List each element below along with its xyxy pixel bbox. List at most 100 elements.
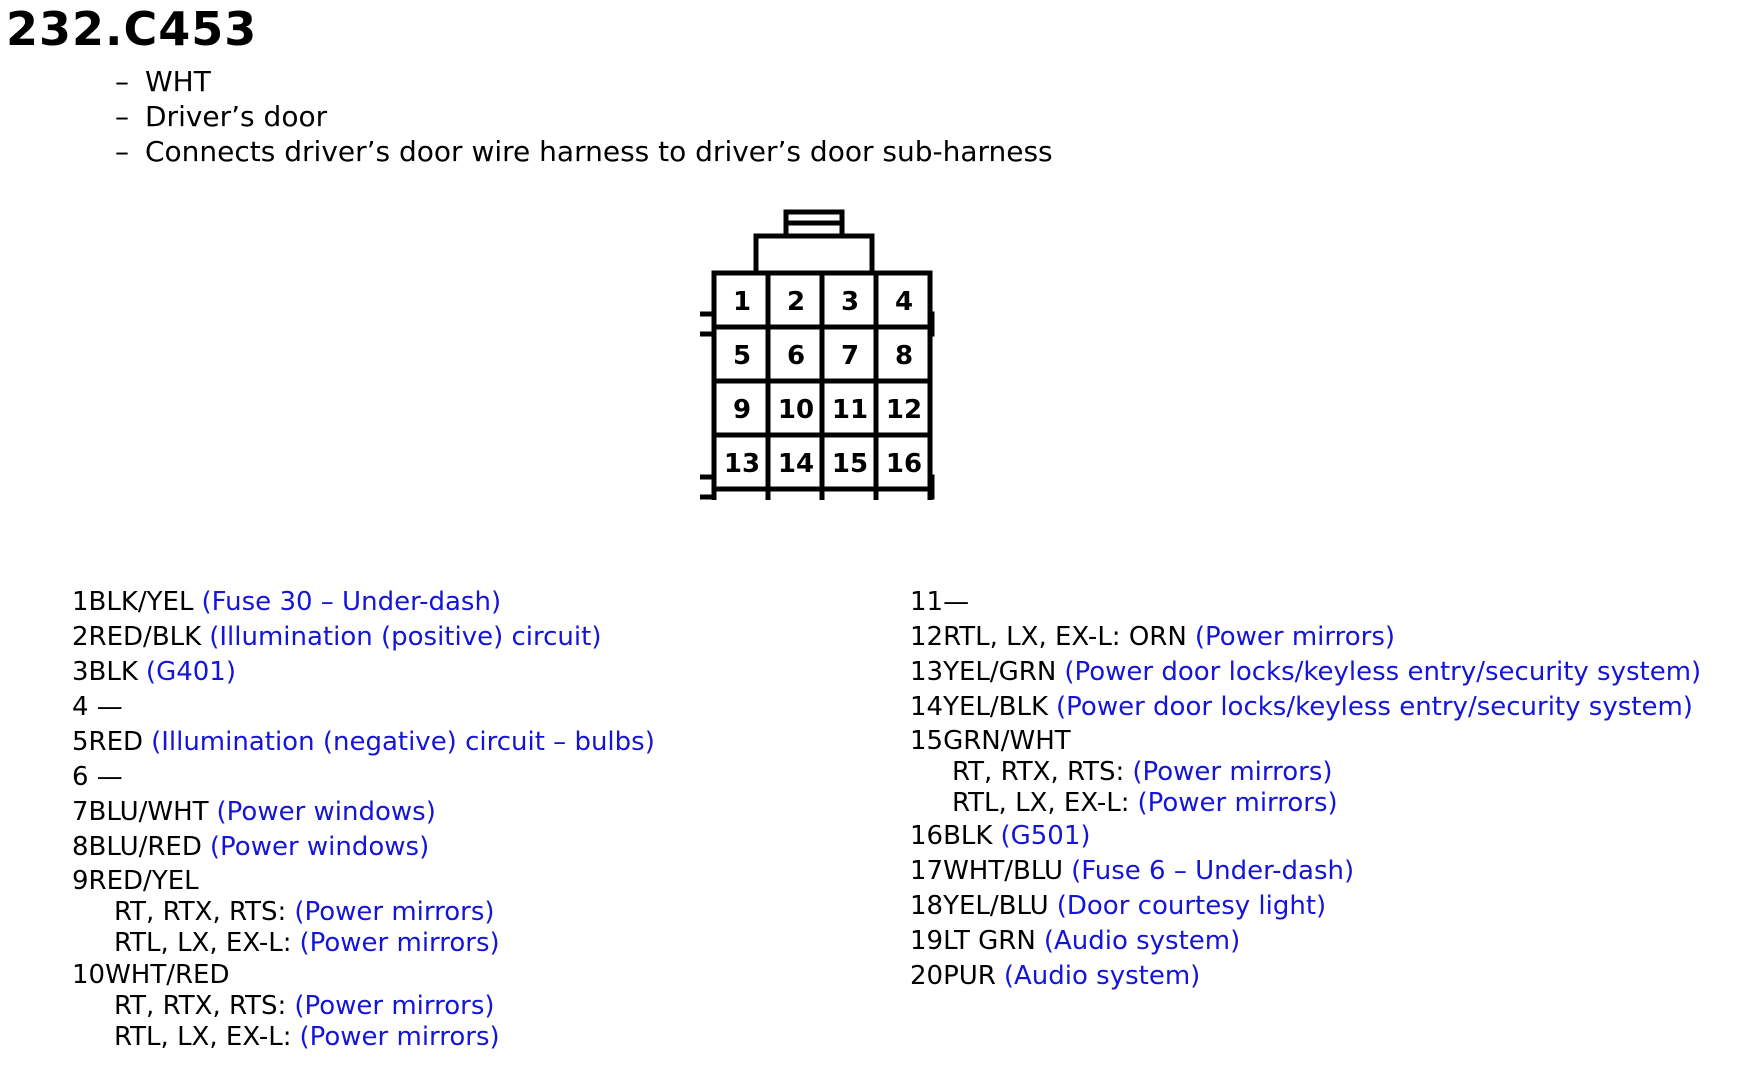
pin-number: 12 [910,622,944,652]
pin-variant-row: RTL, LX, EX-L:(Power mirrors) [910,788,1701,819]
description-line: –Connects driver’s door wire harness to … [115,134,1053,169]
model-variant: RT, RTX, RTS: [952,757,1125,787]
cavity-grid: 1234567891011121314151617181920 [711,270,933,500]
pin-variant-row: RTL, LX, EX-L:(Power mirrors) [72,928,655,959]
wire-color: BLK/YEL [88,587,194,617]
cavity-cell [873,432,933,492]
circuit-name: (Power windows) [216,797,436,827]
connector-description: –WHT –Driver’s door –Connects driver’s d… [115,64,1053,169]
wire-color: YEL/BLU [943,891,1049,921]
cavity-cell [819,486,879,500]
circuit-name: (Fuse 6 – Under-dash) [1071,856,1355,886]
connector-title: 232.C453 [6,2,258,56]
pin-number: 17 [910,856,944,886]
pin-row: 4 — [72,690,655,725]
connector-face-diagram: 1234567891011121314151617181920 [700,209,935,500]
cavity-cell [873,486,933,500]
cavity-cell [711,486,771,500]
wire-color: RED [88,727,144,757]
pin-row: 14YEL/BLK(Power door locks/keyless entry… [910,690,1701,725]
pin-row: 1BLK/YEL(Fuse 30 – Under-dash) [72,585,655,620]
wire-color: YEL/GRN [943,657,1057,687]
model-variant: RTL, LX, EX-L: [114,928,292,958]
wire-color: WHT/BLU [943,856,1064,886]
cavity-number: 14 [778,449,814,479]
pin-number: 3 [72,657,89,687]
circuit-name: (Power mirrors) [294,897,495,927]
circuit-name: (Audio system) [1003,961,1201,991]
cavity-number: 3 [841,287,859,317]
pin-row: 7BLU/WHT(Power windows) [72,795,655,830]
description-line: –WHT [115,64,1053,99]
pin-number: 4 [72,692,89,722]
wire-color: RED/BLK [88,622,202,652]
pin-number: 2 [72,622,89,652]
wire-color: BLU/RED [88,832,202,862]
description-location: Driver’s door [145,100,328,133]
pin-list-left: 1BLK/YEL(Fuse 30 – Under-dash)2RED/BLK(I… [72,585,655,1053]
pin-row: 16BLK(G501) [910,819,1701,854]
pin-row: 8BLU/RED(Power windows) [72,830,655,865]
circuit-name: (Door courtesy light) [1056,891,1327,921]
pin-variant-row: RT, RTX, RTS:(Power mirrors) [72,897,655,928]
pin-number: 6 [72,762,89,792]
cavity-number: 4 [895,287,913,317]
cavity-cell [873,324,933,384]
cavity-number: 13 [724,449,760,479]
cavity-number: 6 [787,341,805,371]
circuit-name: (Power mirrors) [294,991,495,1021]
pin-variant-row: RTL, LX, EX-L:(Power mirrors) [72,1022,655,1053]
pin-row: 6 — [72,760,655,795]
wire-color: WHT/RED [105,960,230,990]
pin-row: 5RED(Illumination (negative) circuit – b… [72,725,655,760]
pin-list-right: 11—12RTL, LX, EX-L: ORN(Power mirrors)13… [910,585,1701,994]
circuit-name: (Power mirrors) [1194,622,1396,652]
description-function: Connects driver’s door wire harness to d… [145,135,1053,168]
circuit-name: (Power mirrors) [1132,757,1333,787]
description-line: –Driver’s door [115,99,1053,134]
cavity-cell [819,270,879,330]
cavity-number: 9 [733,395,751,425]
pin-row: 12RTL, LX, EX-L: ORN(Power mirrors) [910,620,1701,655]
circuit-name: (G401) [145,657,236,687]
model-variant: RT, RTX, RTS: [114,991,287,1021]
cavity-number: 12 [886,395,922,425]
circuit-name: (G501) [1000,821,1091,851]
pin-row: 2RED/BLK(Illumination (positive) circuit… [72,620,655,655]
circuit-name: (Illumination (negative) circuit – bulbs… [151,727,655,757]
bullet-dash: – [115,100,129,133]
pin-number: 7 [72,797,89,827]
bullet-dash: – [115,65,129,98]
model-variant: RTL, LX, EX-L: [952,788,1130,818]
pin-row: 17WHT/BLU(Fuse 6 – Under-dash) [910,854,1701,889]
pin-row: 20PUR(Audio system) [910,959,1701,994]
wire-color: YEL/BLK [943,692,1049,722]
pin-number: 9 [72,866,89,896]
wire-color: BLK [943,821,993,851]
pin-variant-row: RT, RTX, RTS:(Power mirrors) [72,991,655,1022]
circuit-name: (Audio system) [1043,926,1241,956]
wire-color: BLU/WHT [88,797,209,827]
cavity-number: 2 [787,287,805,317]
circuit-name: (Power door locks/keyless entry/security… [1056,692,1693,722]
pin-row: 9RED/YEL [72,865,655,897]
cavity-number: 15 [832,449,868,479]
pin-number: 19 [910,926,944,956]
pin-number: 8 [72,832,89,862]
pin-number: 14 [910,692,944,722]
pin-row: 19LT GRN(Audio system) [910,924,1701,959]
cavity-number: 7 [841,341,859,371]
pin-number: 5 [72,727,89,757]
pin-variant-row: RT, RTX, RTS:(Power mirrors) [910,757,1701,788]
cavity-number: 1 [733,287,751,317]
pin-row: 15GRN/WHT [910,725,1701,757]
pin-number: 13 [910,657,944,687]
wire-color: — [88,762,123,792]
wire-color: — [88,692,123,722]
wire-color: RED/YEL [88,866,199,896]
cavity-number: 5 [733,341,751,371]
wire-color: LT GRN [943,926,1036,956]
cavity-number: 16 [886,449,922,479]
pin-number: 16 [910,821,944,851]
pin-number: 1 [72,587,89,617]
